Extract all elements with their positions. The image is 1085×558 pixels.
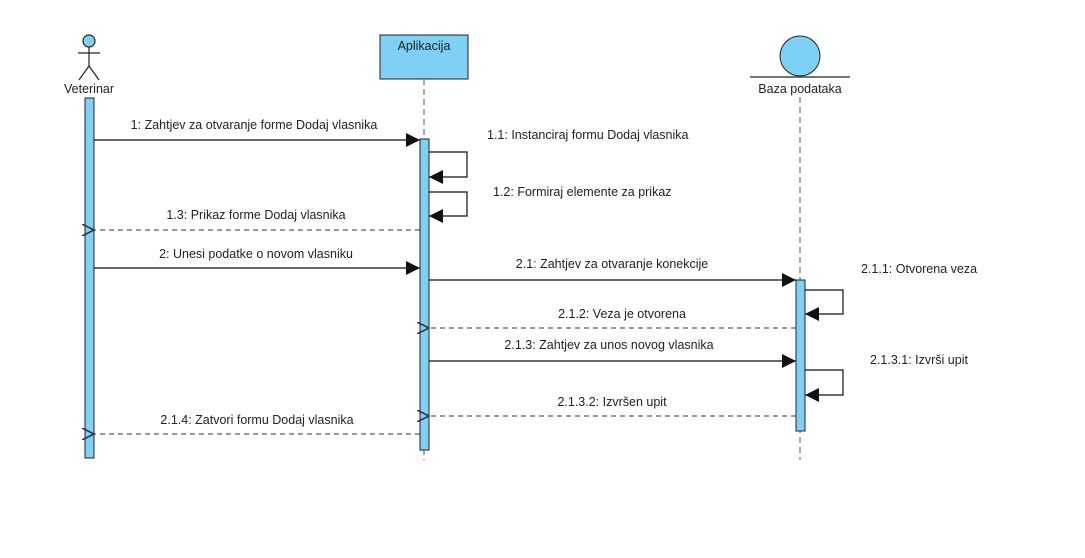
message-label: 1.2: Formiraj elemente za prikaz bbox=[493, 185, 672, 199]
message-2-1-3: 2.1.3: Zahtjev za unos novog vlasnika bbox=[429, 338, 796, 368]
message-1: 1: Zahtjev za otvaranje forme Dodaj vlas… bbox=[94, 118, 420, 147]
participant-label-baza: Baza podataka bbox=[758, 82, 841, 96]
actor-icon bbox=[78, 34, 100, 81]
message-label: 2.1.2: Veza je otvorena bbox=[558, 307, 686, 321]
participant-aplikacija: Aplikacija bbox=[379, 34, 469, 80]
message-2-1-3-1: 2.1.3.1: Izvrši upit bbox=[805, 353, 968, 402]
message-label: 2.1.3.2: Izvršen upit bbox=[557, 395, 667, 409]
participant-label-aplikacija: Aplikacija bbox=[398, 39, 451, 53]
message-2-1-2: 2.1.2: Veza je otvorena bbox=[429, 307, 796, 328]
message-label: 2.1.1: Otvorena veza bbox=[861, 262, 977, 276]
message-label: 2.1: Zahtjev za otvaranje konekcije bbox=[516, 257, 709, 271]
participant-baza: Baza podataka bbox=[750, 35, 850, 96]
participant-veterinar: Veterinar bbox=[64, 34, 114, 96]
message-label: 1.1: Instanciraj formu Dodaj vlasnika bbox=[487, 128, 689, 142]
message-1-2: 1.2: Formiraj elemente za prikaz bbox=[429, 185, 672, 223]
message-2-1: 2.1: Zahtjev za otvaranje konekcije bbox=[429, 257, 796, 287]
message-label: 1.3: Prikaz forme Dodaj vlasnika bbox=[166, 208, 345, 222]
message-1-1: 1.1: Instanciraj formu Dodaj vlasnika bbox=[429, 128, 689, 184]
participant-label-veterinar: Veterinar bbox=[64, 82, 114, 96]
message-2: 2: Unesi podatke o novom vlasniku bbox=[94, 247, 420, 275]
message-2-1-4: 2.1.4: Zatvori formu Dodaj vlasnika bbox=[94, 413, 420, 434]
message-2-1-3-2: 2.1.3.2: Izvršen upit bbox=[429, 395, 796, 416]
message-label: 2.1.3.1: Izvrši upit bbox=[870, 353, 968, 367]
message-label: 2.1.4: Zatvori formu Dodaj vlasnika bbox=[160, 413, 353, 427]
activation-bar-veterinar bbox=[84, 97, 95, 459]
activation-bar-aplikacija bbox=[419, 138, 430, 451]
message-label: 2: Unesi podatke o novom vlasniku bbox=[159, 247, 353, 261]
message-label: 1: Zahtjev za otvaranje forme Dodaj vlas… bbox=[131, 118, 378, 132]
entity-icon bbox=[779, 35, 821, 77]
message-label: 2.1.3: Zahtjev za unos novog vlasnika bbox=[504, 338, 713, 352]
activation-bar-baza bbox=[795, 279, 806, 432]
message-2-1-1: 2.1.1: Otvorena veza bbox=[805, 262, 977, 321]
participant-box bbox=[379, 34, 469, 80]
message-1-3: 1.3: Prikaz forme Dodaj vlasnika bbox=[94, 208, 420, 230]
